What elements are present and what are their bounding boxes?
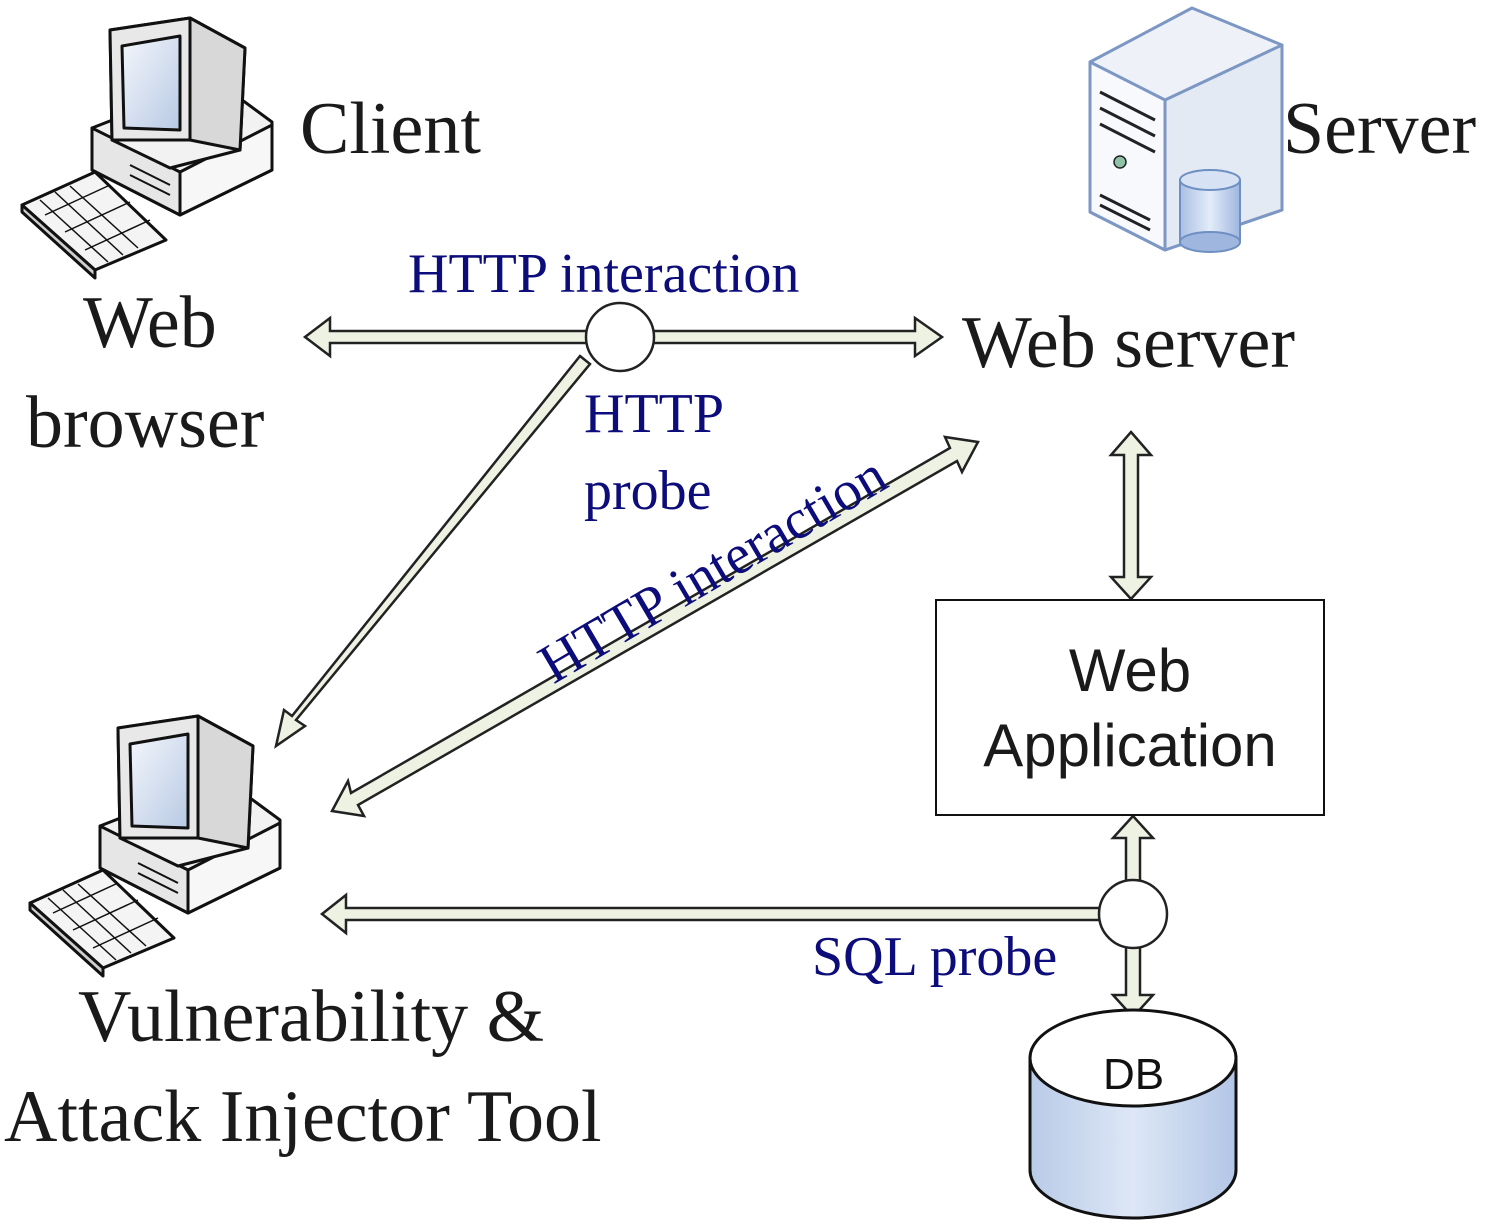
http-probe-label-line2: probe [584,460,712,522]
http-probe-label-line1: HTTP [584,383,724,445]
sql-probe-label: SQL probe [812,926,1058,988]
web-application-label-line2: Application [983,712,1277,779]
http-probe-node [584,301,656,373]
tool-label-line1: Vulnerability & [78,976,545,1058]
server-tower-icon [1088,6,1284,253]
web-application-label-line1: Web [1068,637,1192,704]
web-browser-label-line2: browser [26,382,265,464]
tool-label-line2: Attack Injector Tool [4,1076,602,1158]
sql-probe-node [1097,878,1169,950]
server-label: Server [1283,88,1477,170]
web-browser-label-line1: Web [83,282,217,364]
arrow-http-interaction-diagonal [330,435,980,818]
db-label: DB [1103,1050,1165,1099]
tool-computer-icon [28,714,282,978]
web-application-box: Web Application [935,599,1325,816]
client-label: Client [300,88,481,170]
arrow-webserver-webapp [1108,430,1154,601]
arrow-http-probe [274,354,592,749]
database-cylinder-icon [1028,1008,1238,1220]
http-interaction-top-label: HTTP interaction [408,243,800,305]
client-computer-icon [20,16,274,280]
web-server-label: Web server [962,302,1296,384]
